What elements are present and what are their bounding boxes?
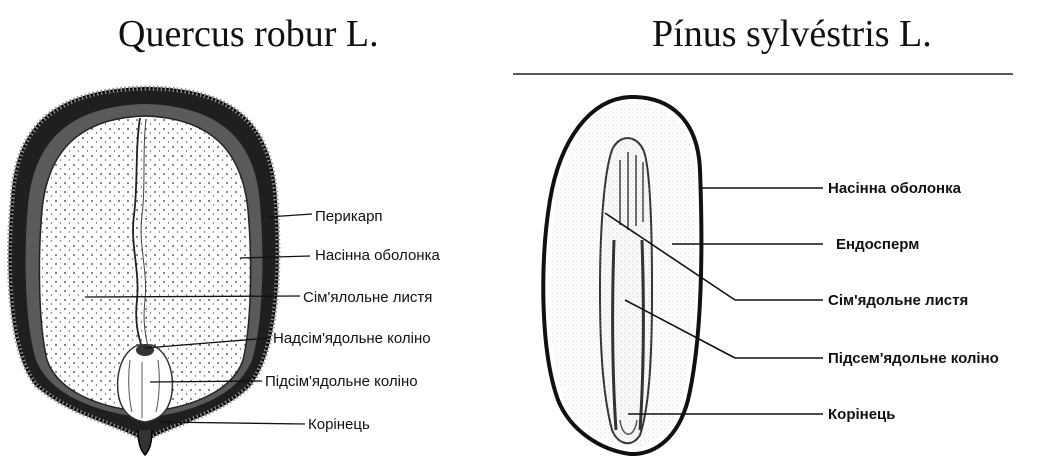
oak-label-hypocotyl: Підсім'ядольне коліно (265, 373, 418, 390)
oak-label-epicotyl: Надсім'ядольне коліно (273, 330, 431, 347)
oak-label-pericarp: Перикарп (315, 208, 383, 225)
oak-acorn-drawing (10, 88, 278, 455)
pine-seed-drawing (543, 97, 701, 454)
pine-label-hypocotyl: Підсем'ядольне коліно (828, 350, 999, 367)
pine-label-cotyledons: Сім'ядольне листя (828, 292, 968, 309)
pine-label-endosperm: Ендосперм (836, 236, 919, 253)
oak-label-seed-coat: Насінна оболонка (315, 247, 440, 264)
oak-label-radicle: Корінець (308, 416, 370, 433)
pine-label-seed-coat: Насінна оболонка (828, 180, 962, 197)
oak-label-cotyledons: Сім'ялольне листя (303, 289, 432, 306)
pine-label-radicle: Корінець (828, 406, 896, 423)
